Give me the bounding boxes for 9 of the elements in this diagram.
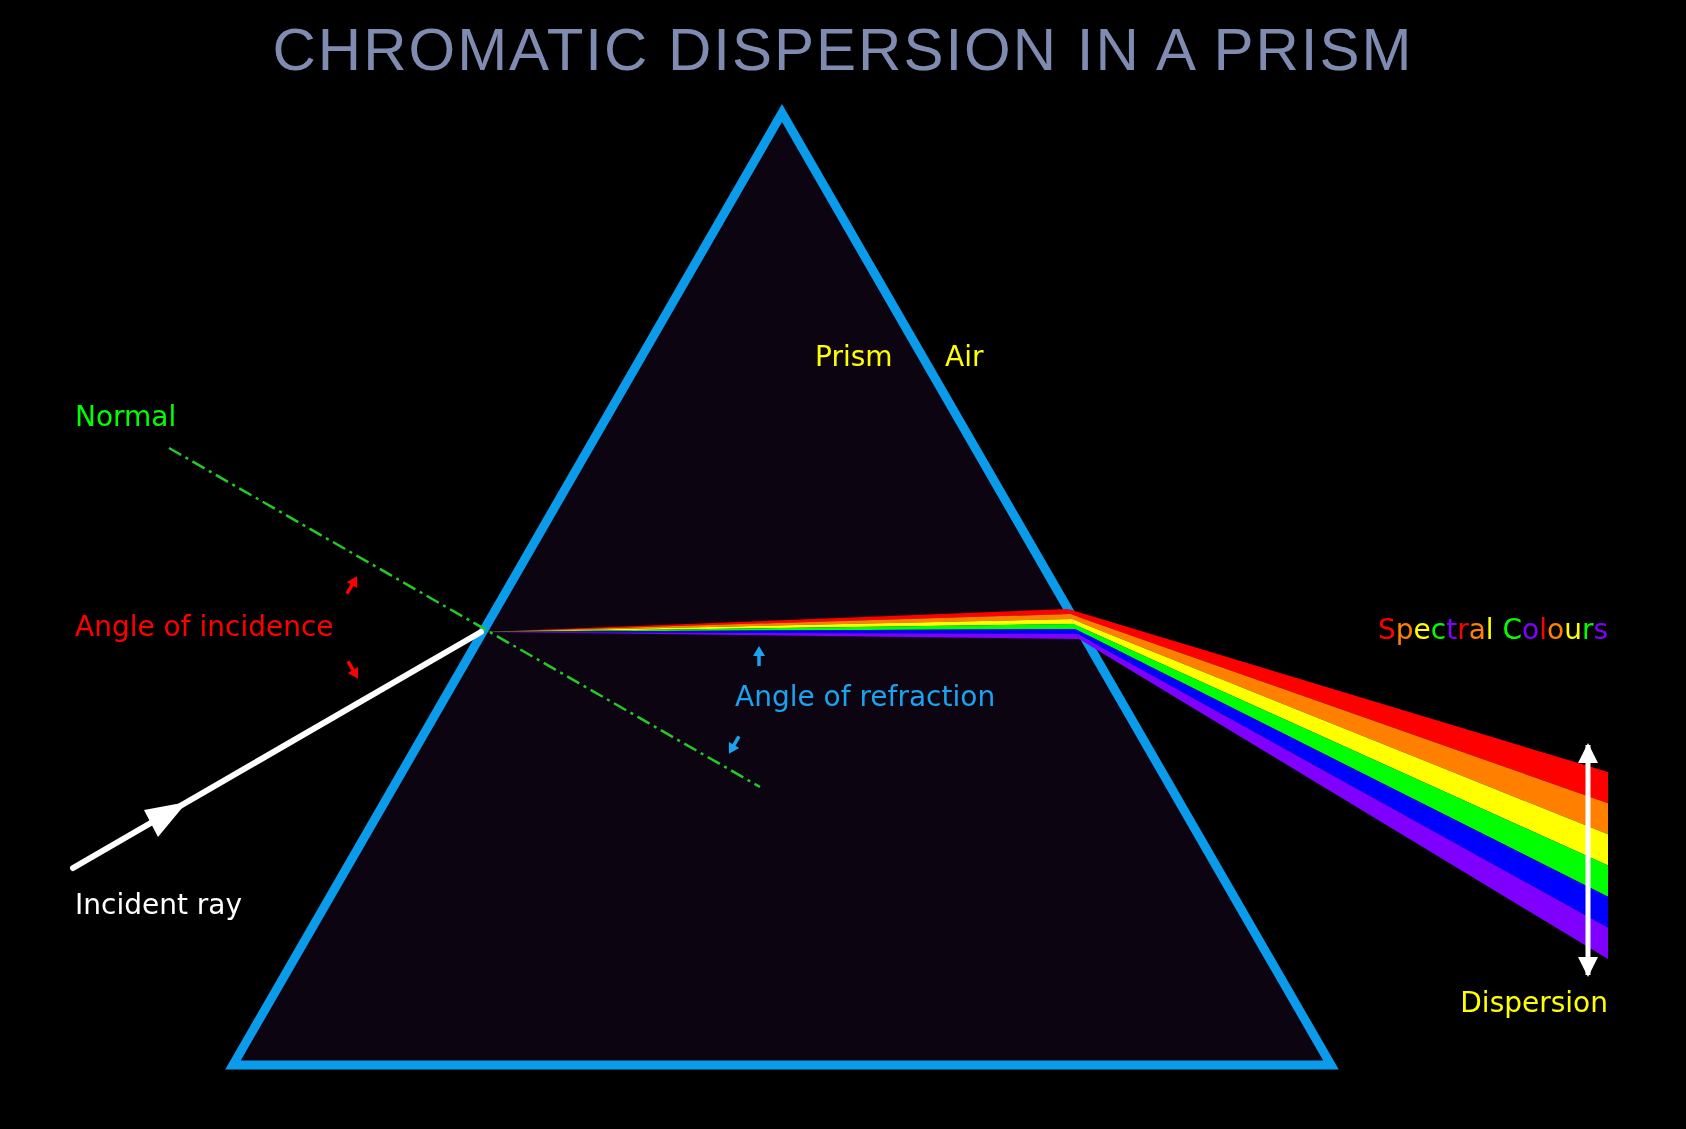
text-label: Incident ray [75,887,243,923]
text-label: Spectral Colours [1377,612,1608,648]
text-label: Angle of incidence [75,609,334,645]
diagram-title: CHROMATIC DISPERSION IN A PRISM [272,15,1414,85]
text-label: Normal [75,399,177,435]
text-label: Dispersion [1460,985,1608,1021]
text-label: Prism [815,339,893,375]
text-label: Air [945,339,984,375]
text-label: Angle of refraction [735,679,996,715]
